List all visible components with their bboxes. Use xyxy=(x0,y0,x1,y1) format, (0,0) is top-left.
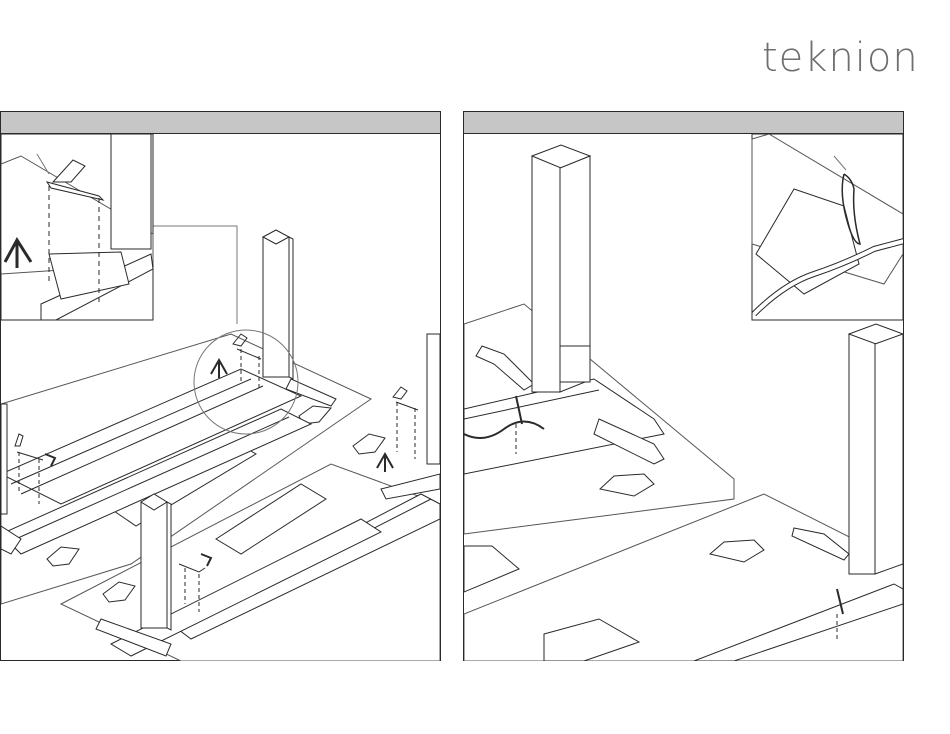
panel-header-left xyxy=(1,112,440,134)
assembly-illustration-right xyxy=(464,134,903,661)
instruction-panel-left xyxy=(0,111,441,661)
assembly-illustration-left xyxy=(1,134,440,661)
panel-header-right xyxy=(464,112,903,134)
instruction-panel-right xyxy=(463,111,904,661)
brand-logo: teknion xyxy=(762,38,919,78)
